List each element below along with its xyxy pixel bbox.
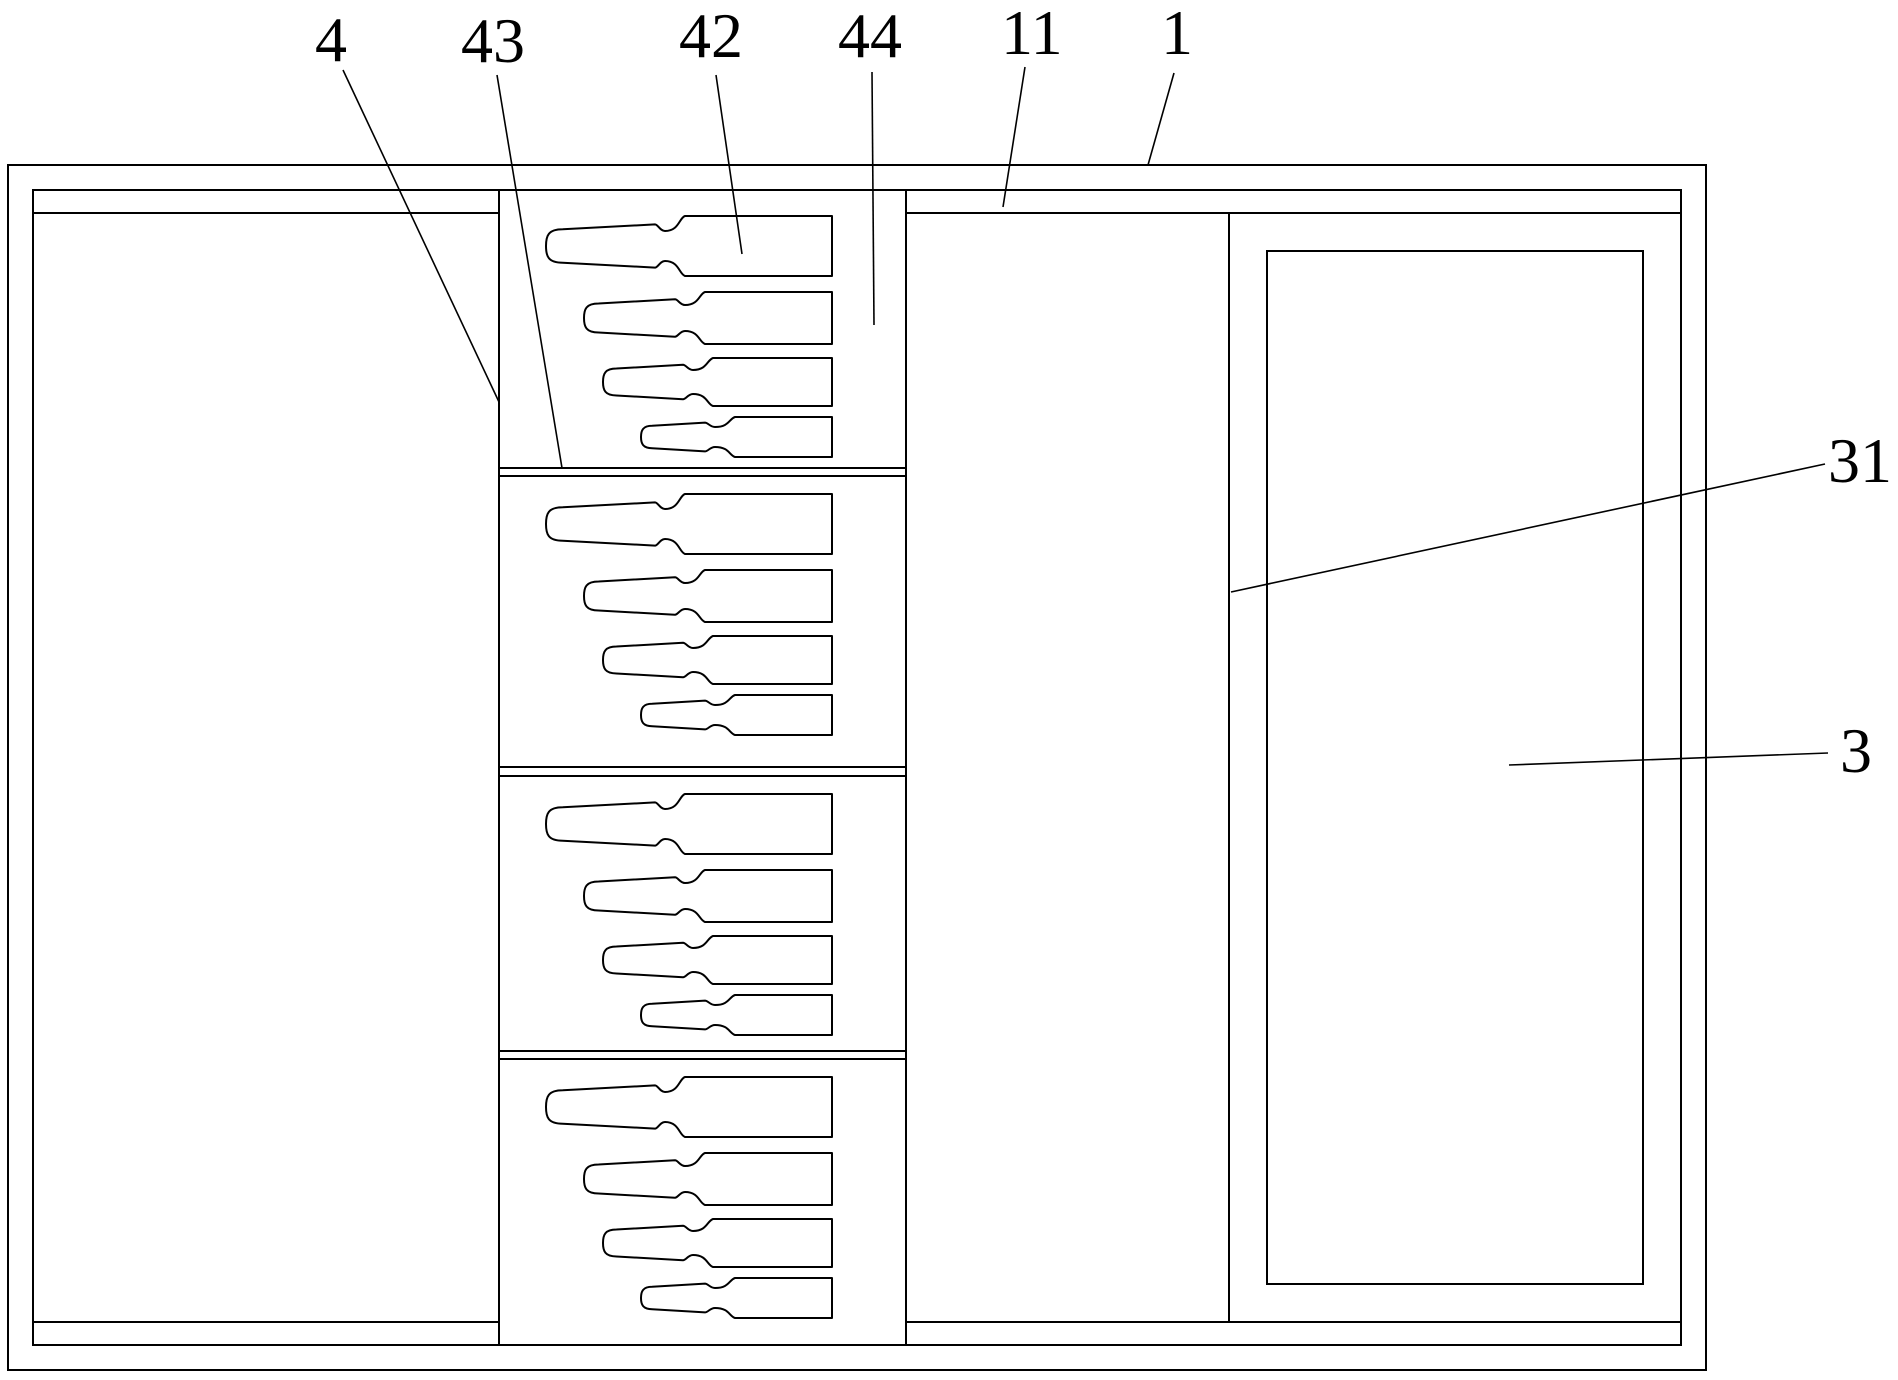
recess-shape [583,291,833,345]
leader-line-43 [496,74,563,469]
recess-shape [640,416,833,458]
recess-shape [545,215,833,277]
recess-shape [583,569,833,623]
recess-shape [545,493,833,555]
label-1: 1 [1161,0,1193,68]
leader-line-11 [1002,66,1026,208]
leader-line-4 [342,69,500,403]
recess-shape [583,1152,833,1206]
recess-shape [545,1076,833,1138]
recess-shape [602,935,833,985]
recess-shape [602,1218,833,1268]
recess-shape [545,793,833,855]
divider-group [499,467,906,1060]
label-43: 43 [461,5,525,76]
leader-line-44 [871,71,875,326]
label-11: 11 [1001,0,1063,68]
label-44: 44 [838,0,902,71]
outer-frame [7,164,1707,1371]
recess-shape [640,994,833,1036]
label-42: 42 [679,0,743,71]
inner-frame [32,189,1682,1346]
recess-shape [602,357,833,407]
recess-shape [583,869,833,923]
label-4: 4 [315,4,347,75]
label-31: 31 [1828,425,1892,496]
recess-shape [602,635,833,685]
label-3: 3 [1840,715,1872,786]
recess-shape [640,1277,833,1319]
leader-line-42 [715,74,743,255]
recess-group [545,215,833,1319]
leader-line-1 [1147,72,1175,166]
leader-line-31 [1230,463,1826,593]
recess-shape [640,694,833,736]
leader-line-3 [1508,752,1829,766]
panel-window [1266,250,1644,1285]
